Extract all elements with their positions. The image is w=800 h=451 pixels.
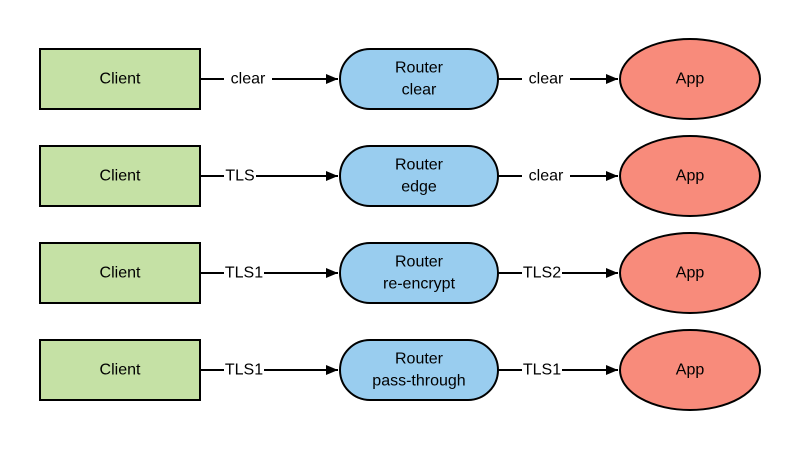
client-label: Client: [100, 362, 141, 379]
flow-row-2: Client Router edge App TLS clear: [39, 135, 761, 217]
client-box: [39, 48, 201, 110]
app-node: [619, 38, 761, 120]
client-label: Client: [100, 265, 141, 282]
client-label: Client: [100, 168, 141, 185]
router-app-edge-label: clear: [529, 168, 564, 185]
client-router-edge-label: TLS: [225, 168, 254, 185]
router-mode: re-encrypt: [383, 276, 456, 293]
router-title: Router: [395, 254, 444, 271]
router-title: Router: [395, 157, 444, 174]
app-label: App: [676, 362, 705, 379]
router-box: [339, 339, 499, 401]
app-label: App: [676, 265, 705, 282]
flow-row-4: Client Router pass-through App TLS1 TLS1: [39, 329, 761, 411]
router-app-edge-label: TLS2: [523, 265, 561, 282]
router-title: Router: [395, 60, 444, 77]
app-node: [619, 329, 761, 411]
router-mode: pass-through: [372, 373, 465, 390]
client-router-edge-label: clear: [231, 71, 266, 88]
flow-row-3: Client Router re-encrypt App TLS1 TLS2: [39, 232, 761, 314]
router-box: [339, 48, 499, 110]
router-mode: clear: [402, 82, 437, 99]
client-box: [39, 242, 201, 304]
router-app-edge-label: clear: [529, 71, 564, 88]
flow-row-1: Client Router clear App clear clear: [39, 38, 761, 120]
client-box: [39, 339, 201, 401]
client-router-edge-label: TLS1: [225, 265, 263, 282]
app-node: [619, 135, 761, 217]
client-label: Client: [100, 71, 141, 88]
client-box: [39, 145, 201, 207]
app-label: App: [676, 168, 705, 185]
router-box: [339, 145, 499, 207]
router-app-edge-label: TLS1: [523, 362, 561, 379]
app-node: [619, 232, 761, 314]
router-mode: edge: [401, 179, 437, 196]
client-router-edge-label: TLS1: [225, 362, 263, 379]
router-box: [339, 242, 499, 304]
app-label: App: [676, 71, 705, 88]
router-title: Router: [395, 351, 444, 368]
